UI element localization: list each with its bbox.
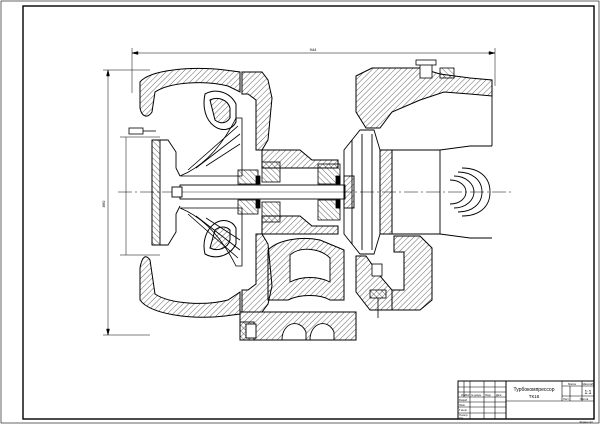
title-product-code: ТК18 [529, 394, 540, 399]
compressor-housing [139, 68, 241, 318]
rotor-shaft [171, 184, 346, 200]
svg-text:Разраб.: Разраб. [459, 399, 468, 402]
svg-text:Подп.: Подп. [485, 394, 492, 397]
bearings [237, 161, 341, 223]
title-rows-labels: Изм Лист № докум. Подп. Дата [461, 394, 502, 397]
bearing-bushings [255, 175, 341, 209]
title-scale-value: 1:1 [585, 390, 592, 396]
cooling-cavities [281, 248, 335, 341]
turbine-housing [355, 67, 493, 311]
turbine-flange-bolt [415, 59, 455, 79]
mounting-bolt-left [128, 127, 156, 135]
turbine-outlet [392, 80, 493, 239]
svg-text:Пров.: Пров. [459, 404, 466, 407]
svg-text:Т.контр.: Т.контр. [459, 409, 468, 412]
title-sheets-label: Листов [580, 397, 589, 401]
svg-text:Изм: Изм [461, 394, 466, 397]
title-scale-label: Масштаб [582, 382, 594, 386]
svg-text:Н.контр.: Н.контр. [459, 414, 469, 417]
overall-height-dimension: 860 [101, 200, 106, 207]
drain-stud [369, 263, 387, 318]
compressor-wheel [179, 117, 243, 267]
bottom-boss [239, 321, 257, 341]
title-block [457, 380, 595, 420]
svg-text:Дата: Дата [496, 394, 502, 397]
title-format-label: Формат А3 [579, 420, 593, 424]
svg-text:№ докум.: № докум. [471, 394, 482, 397]
turbine-wheel [343, 129, 381, 255]
svg-text:Лист: Лист [465, 394, 471, 397]
sheet-inner-frame [22, 5, 595, 420]
overall-width-dimension: 944 [310, 47, 317, 52]
title-mass-label: Масса [568, 382, 576, 386]
title-sheet-label: Лист [563, 397, 569, 401]
svg-text:Утв.: Утв. [459, 417, 464, 420]
title-roles-labels: Разраб. Пров. Т.контр. Н.контр. Утв. [459, 399, 469, 420]
title-product-name: Турбокомпрессор [514, 387, 555, 393]
compressor-inlet [151, 139, 181, 246]
dimension-lines [103, 48, 496, 336]
